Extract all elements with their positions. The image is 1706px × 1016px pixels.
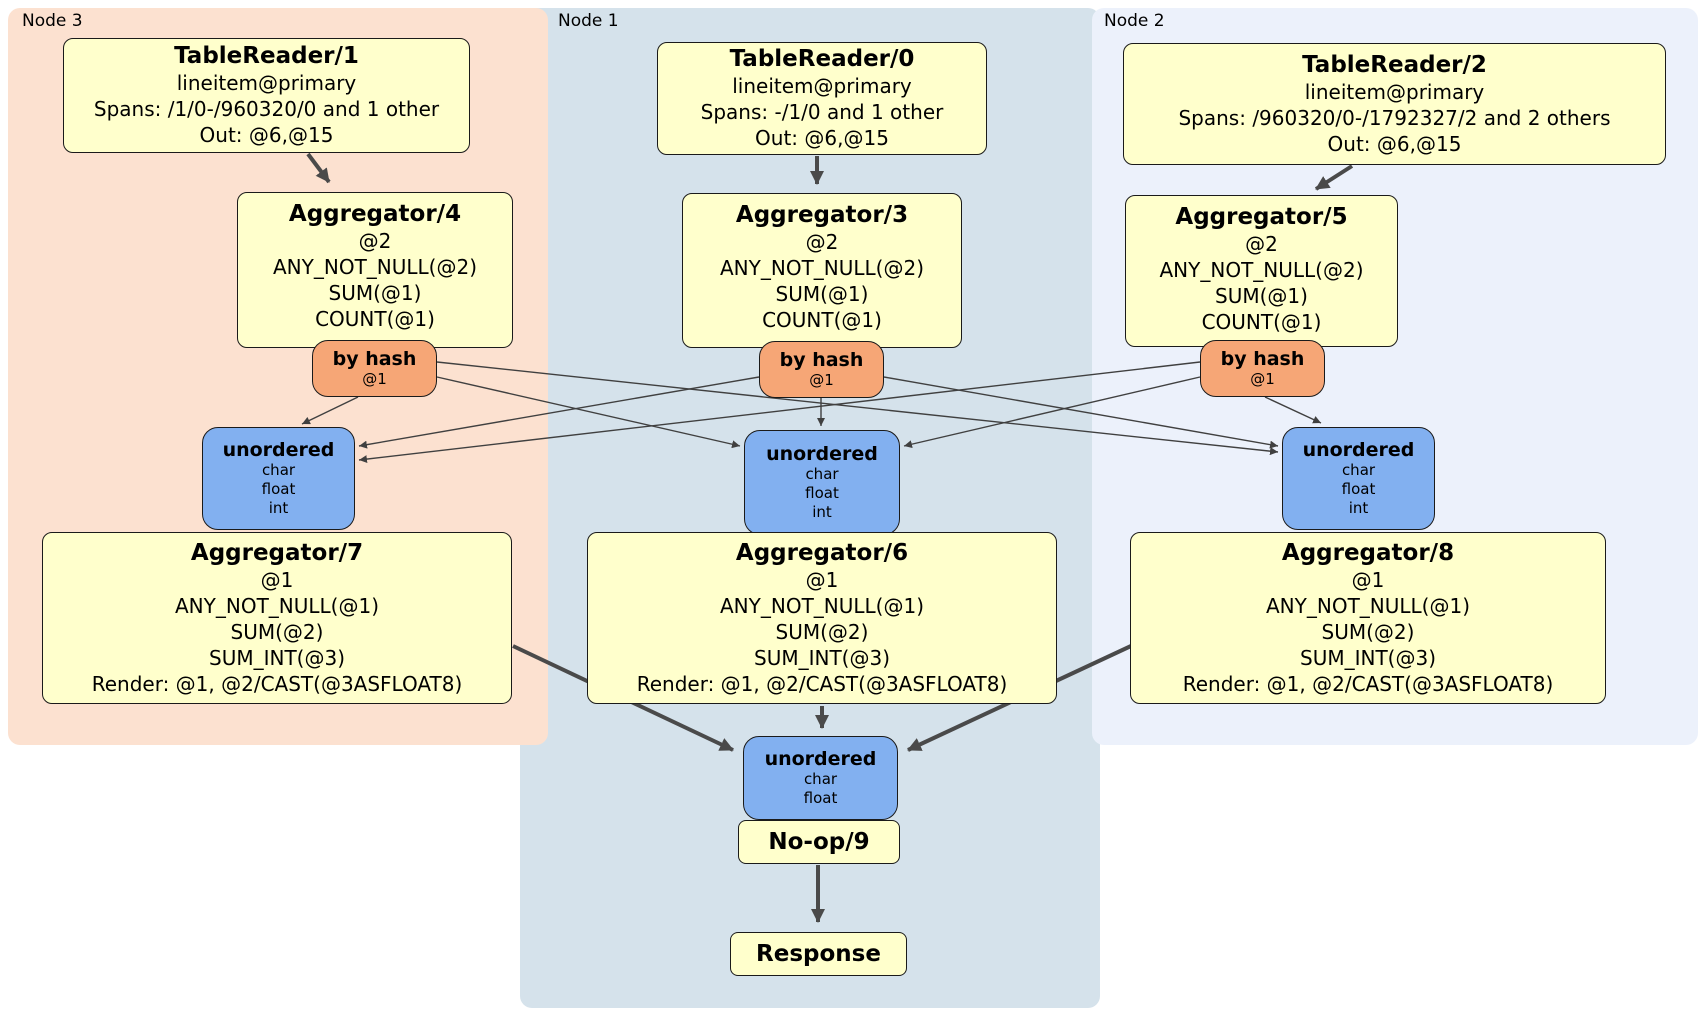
processor-line: SUM(@2) xyxy=(775,619,869,644)
sync-line: float xyxy=(805,484,839,502)
processor-line: @2 xyxy=(358,229,392,253)
processor-line: Render: @1, @2/CAST(@3ASFLOAT8) xyxy=(636,671,1008,696)
edge-hash2-unordered3 xyxy=(358,361,1201,464)
edge-hash2-unordered2 xyxy=(1264,396,1322,424)
sync-line: int xyxy=(812,503,832,521)
router-title: by hash xyxy=(332,348,417,370)
processor-aggregator-5: Aggregator/5 @2 ANY_NOT_NULL(@2) SUM(@1)… xyxy=(1125,195,1398,347)
router-line: @1 xyxy=(809,371,834,389)
processor-title: Aggregator/6 xyxy=(735,539,909,566)
processor-line: ANY_NOT_NULL(@2) xyxy=(720,256,924,280)
sync-line: float xyxy=(261,480,296,498)
processor-title: No-op/9 xyxy=(768,828,870,855)
processor-line: Out: @6,@15 xyxy=(1327,131,1462,156)
processor-line: Spans: -/1/0 and 1 other xyxy=(700,100,944,124)
sync-title: unordered xyxy=(766,443,878,465)
processor-aggregator-4: Aggregator/4 @2 ANY_NOT_NULL(@2) SUM(@1)… xyxy=(237,192,513,348)
sync-line: int xyxy=(1348,499,1369,517)
edge-tr1-ag4 xyxy=(306,152,331,184)
processor-line: @1 xyxy=(805,567,839,592)
processor-title: TableReader/0 xyxy=(729,46,915,72)
processor-noop-9: No-op/9 xyxy=(738,820,900,864)
processor-line: ANY_NOT_NULL(@2) xyxy=(1159,258,1364,282)
processor-line: SUM(@2) xyxy=(1321,619,1415,644)
edge-hash3-unordered1 xyxy=(436,376,741,449)
processor-line: SUM_INT(@3) xyxy=(1300,645,1436,670)
processor-line: SUM(@1) xyxy=(328,281,422,305)
processor-response: Response xyxy=(730,932,907,976)
sync-line: char xyxy=(1341,461,1376,479)
processor-line: Out: @6,@15 xyxy=(755,126,889,150)
sync-line: char xyxy=(803,770,838,788)
processor-line: SUM_INT(@3) xyxy=(209,645,345,670)
edge-hash1-unordered3 xyxy=(358,376,760,449)
sync-line: float xyxy=(803,789,838,807)
processor-line: lineitem@primary xyxy=(732,74,912,98)
sync-title: unordered xyxy=(764,748,877,770)
processor-line: SUM_INT(@3) xyxy=(754,645,890,670)
processor-line: @1 xyxy=(260,567,294,592)
processor-line: lineitem@primary xyxy=(176,71,357,95)
processor-title: TableReader/2 xyxy=(1302,51,1487,78)
sync-unordered-node2: unordered char float int xyxy=(1282,427,1435,530)
edge-hash3-unordered2 xyxy=(436,361,1279,456)
sync-unordered-final: unordered char float xyxy=(743,736,898,820)
processor-line: Render: @1, @2/CAST(@3ASFLOAT8) xyxy=(91,671,463,696)
processor-tablereader-2: TableReader/2 lineitem@primary Spans: /9… xyxy=(1123,43,1666,165)
processor-title: Aggregator/3 xyxy=(735,202,909,228)
processor-line: SUM(@1) xyxy=(775,282,869,306)
processor-tablereader-0: TableReader/0 lineitem@primary Spans: -/… xyxy=(657,42,987,155)
sync-line: char xyxy=(805,465,839,483)
router-by-hash-node3: by hash @1 xyxy=(312,340,437,397)
processor-line: ANY_NOT_NULL(@1) xyxy=(720,593,924,618)
processor-line: COUNT(@1) xyxy=(762,308,882,332)
processor-title: Aggregator/4 xyxy=(288,201,462,227)
processor-tablereader-1: TableReader/1 lineitem@primary Spans: /1… xyxy=(63,38,470,153)
processor-line: Spans: /960320/0-/1792327/2 and 2 others xyxy=(1178,105,1611,130)
processor-title: Response xyxy=(756,940,881,967)
processor-line: lineitem@primary xyxy=(1304,79,1485,104)
region-label-node2: Node 2 xyxy=(1104,11,1165,31)
processor-aggregator-7: Aggregator/7 @1 ANY_NOT_NULL(@1) SUM(@2)… xyxy=(42,532,512,704)
edge-tr2-ag5 xyxy=(1314,164,1354,191)
sync-line: int xyxy=(268,499,289,517)
region-label-node3: Node 3 xyxy=(22,11,83,31)
router-line: @1 xyxy=(362,370,387,388)
sync-unordered-node1: unordered char float int xyxy=(744,430,900,535)
sync-title: unordered xyxy=(1302,439,1415,461)
processor-title: TableReader/1 xyxy=(174,43,359,69)
processor-line: Render: @1, @2/CAST(@3ASFLOAT8) xyxy=(1182,671,1554,696)
processor-line: Spans: /1/0-/960320/0 and 1 other xyxy=(93,97,440,121)
processor-title: Aggregator/5 xyxy=(1175,204,1348,230)
processor-line: @2 xyxy=(805,230,839,254)
router-title: by hash xyxy=(779,349,864,371)
router-line: @1 xyxy=(1250,370,1275,388)
sync-unordered-node3: unordered char float int xyxy=(202,427,355,530)
processor-line: @2 xyxy=(1245,232,1278,256)
router-title: by hash xyxy=(1220,348,1305,370)
processor-aggregator-6: Aggregator/6 @1 ANY_NOT_NULL(@1) SUM(@2)… xyxy=(587,532,1057,704)
processor-line: ANY_NOT_NULL(@2) xyxy=(273,255,477,279)
processor-line: COUNT(@1) xyxy=(1201,310,1322,334)
processor-aggregator-3: Aggregator/3 @2 ANY_NOT_NULL(@2) SUM(@1)… xyxy=(682,193,962,348)
router-by-hash-node2: by hash @1 xyxy=(1200,340,1325,397)
sync-title: unordered xyxy=(222,439,335,461)
processor-line: SUM(@1) xyxy=(1215,284,1308,308)
sync-line: char xyxy=(261,461,296,479)
router-by-hash-node1: by hash @1 xyxy=(759,341,884,398)
processor-line: COUNT(@1) xyxy=(315,307,435,331)
processor-line: @1 xyxy=(1351,567,1385,592)
processor-line: Out: @6,@15 xyxy=(199,123,334,147)
sync-line: float xyxy=(1341,480,1376,498)
edge-hash2-unordered1 xyxy=(903,376,1201,449)
processor-title: Aggregator/7 xyxy=(190,539,364,566)
processor-aggregator-8: Aggregator/8 @1 ANY_NOT_NULL(@1) SUM(@2)… xyxy=(1130,532,1606,704)
edge-hash1-unordered2 xyxy=(883,376,1279,449)
edge-hash3-unordered3 xyxy=(301,396,359,425)
processor-line: ANY_NOT_NULL(@1) xyxy=(175,593,379,618)
processor-title: Aggregator/8 xyxy=(1281,539,1455,566)
region-label-node1: Node 1 xyxy=(558,11,619,31)
processor-line: SUM(@2) xyxy=(230,619,324,644)
processor-line: ANY_NOT_NULL(@1) xyxy=(1266,593,1470,618)
